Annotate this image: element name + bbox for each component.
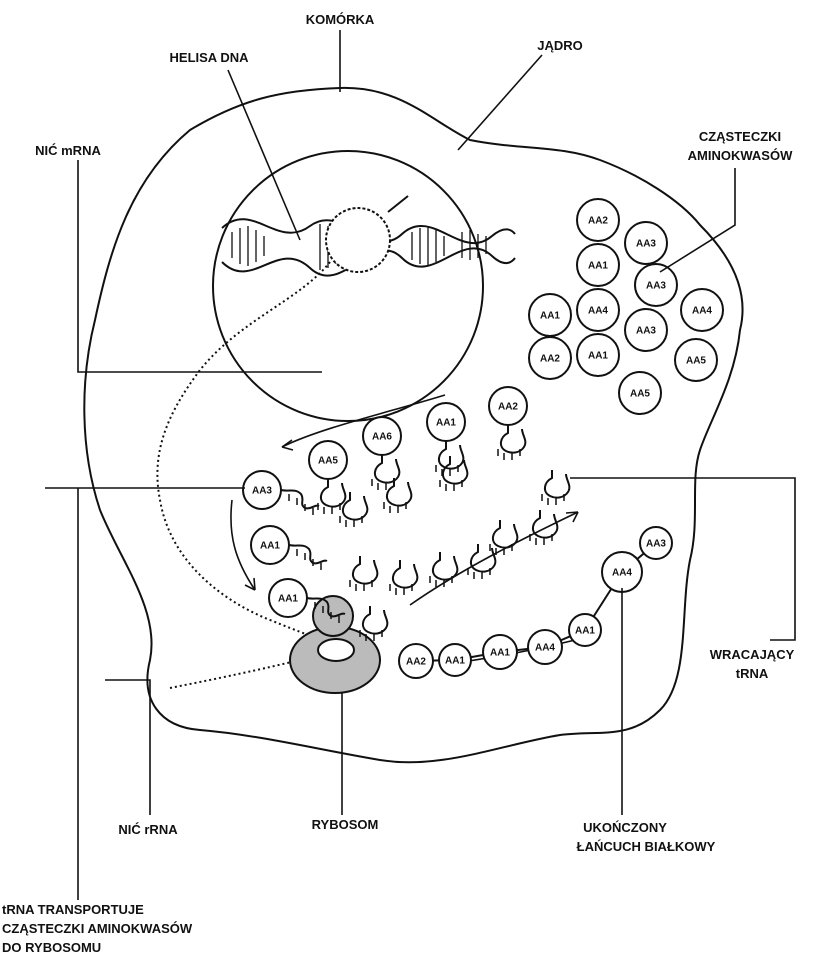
amino-acid-label: AA1 (445, 656, 465, 667)
free-amino-acid: AA2 (577, 199, 619, 241)
chain-amino-acid: AA4 (602, 552, 642, 592)
amino-acid-label: AA4 (692, 306, 712, 317)
amino-acid-label: AA4 (612, 568, 632, 579)
free-amino-acid: AA2 (529, 337, 571, 379)
returning-trna (340, 492, 367, 527)
amino-acid-label: AA2 (498, 402, 518, 413)
amino-acid-label: AA1 (278, 594, 298, 605)
amino-acid-label: AA1 (436, 418, 456, 429)
amino-acid-label: AA2 (540, 354, 560, 365)
protein-chain: AA2AA1AA1AA4AA1AA4AA3 (399, 527, 672, 678)
label-transport-2: CZĄSTECZKI AMINOKWASÓW (2, 921, 193, 936)
carried-amino-acid: AA5 (309, 441, 347, 479)
amino-acid-label: AA2 (406, 657, 426, 668)
carried-amino-acid: AA6 (363, 417, 401, 455)
amino-acid-label: AA6 (372, 432, 392, 443)
label-transport-3: DO RYBOSOMU (2, 940, 101, 955)
amino-acid-label: AA1 (575, 626, 595, 637)
returning-trna-group (340, 456, 569, 641)
returning-trna (430, 552, 457, 587)
label-rybosom: RYBOSOM (312, 817, 379, 832)
chain-amino-acid: AA1 (569, 614, 601, 646)
free-amino-acid: AA3 (625, 309, 667, 351)
returning-trna (530, 510, 557, 545)
label-mrna: NIĆ mRNA (35, 143, 101, 158)
amino-acid-label: AA3 (636, 326, 656, 337)
amino-acid-label: AA3 (252, 486, 272, 497)
amino-acid-label: AA3 (646, 281, 666, 292)
returning-trna (350, 556, 377, 591)
chain-amino-acid: AA1 (439, 644, 471, 676)
label-transport-1: tRNA TRANSPORTUJE (2, 902, 144, 917)
label-rrna: NIĆ rRNA (118, 822, 178, 837)
label-lancuch-1: UKOŃCZONY (583, 820, 667, 835)
trna-with-amino-acid: AA2 (489, 387, 527, 460)
amino-acid-label: AA5 (686, 356, 706, 367)
free-amino-acid: AA5 (619, 372, 661, 414)
label-wracajacy-1: WRACAJĄCY (710, 647, 795, 662)
trna-with-amino-acid: AA1 (251, 526, 327, 570)
trna-body (289, 545, 327, 570)
flow-arrows (231, 395, 598, 665)
free-amino-acid: AA1 (577, 334, 619, 376)
carried-amino-acid: AA3 (243, 471, 281, 509)
chain-amino-acid: AA4 (528, 630, 562, 664)
amino-acid-label: AA1 (588, 261, 608, 272)
chain-amino-acid: AA2 (399, 644, 433, 678)
carried-amino-acid: AA1 (269, 579, 307, 617)
label-lancuch-2: ŁAŃCUCH BIAŁKOWY (577, 839, 716, 854)
trna-with-amino-acid: AA5 (309, 441, 347, 514)
label-aminokwasy-1: CZĄSTECZKI (699, 129, 781, 144)
free-amino-acid: AA3 (635, 264, 677, 306)
nucleus (213, 151, 483, 421)
returning-trna (490, 520, 517, 555)
amino-acid-label: AA1 (540, 311, 560, 322)
free-amino-acid: AA5 (675, 339, 717, 381)
free-amino-acid: AA3 (625, 222, 667, 264)
amino-acid-label: AA4 (588, 306, 608, 317)
carried-amino-acid: AA2 (489, 387, 527, 425)
label-komorka: KOMÓRKA (306, 12, 375, 27)
carried-amino-acid: AA1 (427, 403, 465, 441)
amino-acid-label: AA3 (646, 539, 666, 550)
free-amino-acids: AA2AA3AA1AA3AA1AA4AA4AA3AA2AA1AA5AA5 (529, 199, 723, 414)
trna-body (281, 490, 319, 515)
amino-acid-label: AA2 (588, 216, 608, 227)
label-aminokwasy-2: AMINOKWASÓW (688, 148, 793, 163)
free-amino-acid: AA4 (577, 289, 619, 331)
free-amino-acid: AA4 (681, 289, 723, 331)
label-wracajacy-2: tRNA (736, 666, 769, 681)
amino-acid-label: AA4 (535, 643, 555, 654)
free-amino-acid: AA1 (529, 294, 571, 336)
trna-body (498, 425, 525, 460)
returning-trna (542, 470, 569, 505)
chain-amino-acid: AA1 (483, 635, 517, 669)
chain-amino-acid: AA3 (640, 527, 672, 559)
amino-acid-label: AA5 (318, 456, 338, 467)
trna-body (318, 479, 345, 514)
label-helisa-dna: HELISA DNA (170, 50, 250, 65)
trna-with-amino-acid: AA1 (427, 403, 465, 476)
amino-acid-label: AA5 (630, 389, 650, 400)
amino-acid-label: AA3 (636, 239, 656, 250)
free-amino-acid: AA1 (577, 244, 619, 286)
dna-helix (222, 196, 515, 276)
amino-acid-label: AA1 (588, 351, 608, 362)
amino-acid-label: AA1 (260, 541, 280, 552)
amino-acid-label: AA1 (490, 648, 510, 659)
label-jadro: JĄDRO (537, 38, 583, 53)
trna-body (372, 455, 399, 490)
returning-trna (440, 456, 467, 491)
returning-trna (390, 560, 417, 595)
trna-with-amino-acid: AA3 (243, 471, 319, 515)
carried-amino-acid: AA1 (251, 526, 289, 564)
trna-with-amino-acid: AA6 (363, 417, 401, 490)
rrna-strand (170, 660, 300, 688)
labels: KOMÓRKA HELISA DNA JĄDRO NIĆ mRNA CZĄSTE… (2, 12, 795, 955)
